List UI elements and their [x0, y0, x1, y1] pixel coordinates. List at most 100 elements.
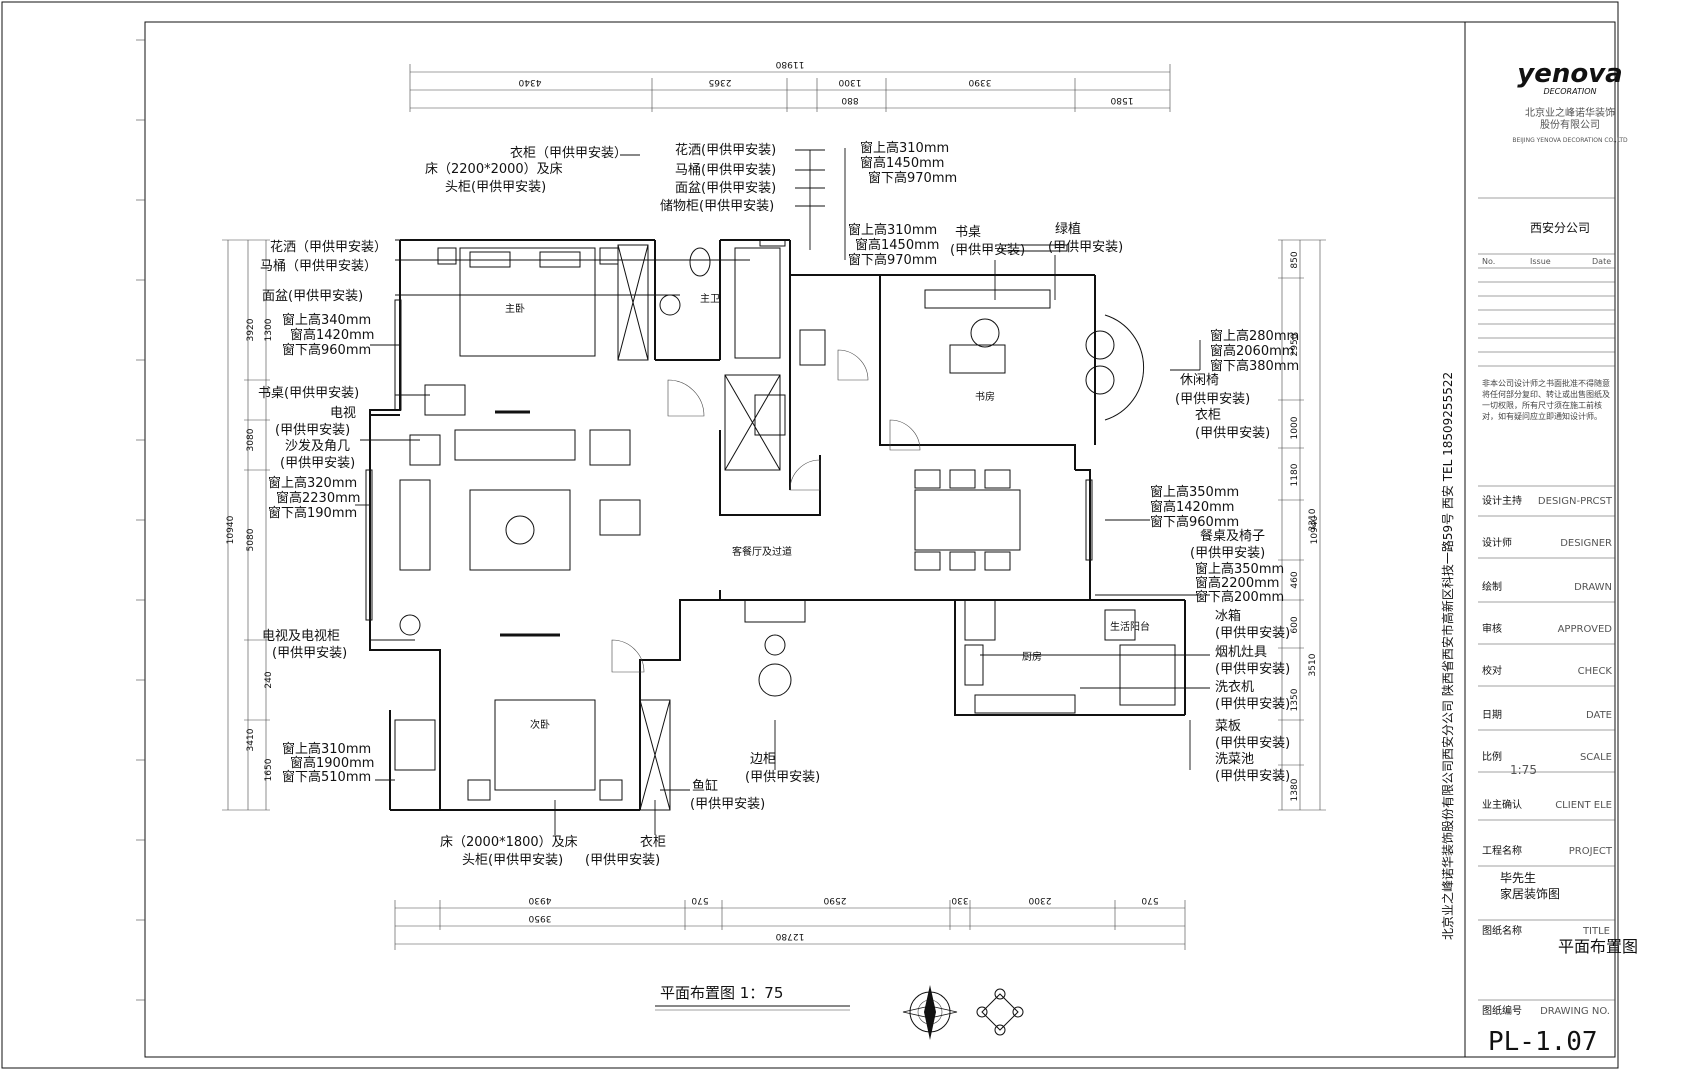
dim-bottom-4: 2590	[823, 895, 846, 905]
label-win1-bot: 窗下高960mm	[282, 342, 371, 358]
tb-row-en: DRAWN	[1574, 582, 1612, 593]
label-lounge-chair: 休闲椅	[1180, 373, 1219, 388]
tb-row-value: 1:75	[1510, 763, 1537, 777]
dim-right-1: 850	[1290, 251, 1300, 268]
label-toilet-top: 马桶(甲供甲安装)	[675, 163, 776, 178]
drawing-frame	[144, 21, 1466, 1058]
label-tv-2: (甲供甲安装)	[275, 423, 350, 438]
rev-date: Date	[1592, 257, 1611, 266]
dim-bottom-3: 570	[691, 895, 708, 905]
company-name-2: 股份有限公司	[1540, 118, 1600, 131]
room-living-corridor: 客餐厅及过道	[732, 545, 792, 558]
tb-row-label: 日期	[1482, 709, 1502, 721]
label-washer-2: (甲供甲安装)	[1215, 697, 1290, 712]
rev-no: No.	[1482, 257, 1495, 266]
company-logo: yenova	[1517, 59, 1622, 89]
tb-row-label: 业主确认	[1482, 798, 1522, 811]
room-second-bedroom: 次卧	[530, 718, 550, 731]
label-toilet-left: 马桶（甲供甲安装）	[260, 259, 377, 274]
dim-left-6: 3410	[246, 728, 256, 751]
branch-name: 西安分公司	[1530, 220, 1590, 235]
tb-row-label: 图纸编号	[1482, 1004, 1522, 1017]
label-fridge-2: (甲供甲安装)	[1215, 626, 1290, 641]
dimension-text: 11980 4340 2365 1300 880 3390 1580 12780…	[226, 59, 1320, 941]
label-basin-left: 面盆(甲供甲安装)	[262, 289, 363, 304]
dimension-lines	[222, 64, 1326, 950]
label-stove-2: (甲供甲安装)	[1215, 662, 1290, 677]
annotation-labels: 衣柜（甲供甲安装） 床（2200*2000）及床 头柜(甲供甲安装) 花洒（甲供…	[258, 140, 1299, 868]
dim-left-5: 240	[264, 671, 274, 688]
label-win8-top: 窗上高350mm	[1195, 561, 1284, 577]
room-study: 书房	[975, 390, 995, 403]
compass-icon	[902, 985, 958, 1040]
label-win2-h: 窗高2230mm	[276, 490, 360, 506]
label-win3-bot: 窗下高510mm	[282, 769, 371, 785]
dim-bottom-5: 330	[951, 895, 968, 905]
dim-bottom-2: 4930	[528, 895, 551, 905]
toilet	[689, 247, 711, 277]
tb-row-label: 比例	[1482, 750, 1502, 763]
label-shower-top: 花洒(甲供甲安装)	[675, 142, 776, 158]
leader-lines	[355, 148, 1210, 835]
drawing-caption: 平面布置图 1：75	[660, 984, 783, 1002]
label-washer: 洗衣机	[1215, 679, 1254, 695]
label-win6-bot: 窗下高380mm	[1210, 358, 1299, 374]
dim-right-4: 1180	[1290, 463, 1300, 486]
label-win2-top: 窗上高320mm	[268, 475, 357, 491]
label-plant: 绿植	[1055, 222, 1081, 237]
label-win8-bot: 窗下高200mm	[1195, 589, 1284, 605]
dim-right-total: 10940	[1310, 515, 1320, 544]
label-stove: 烟机灶具	[1215, 645, 1267, 660]
tb-row-en: CHECK	[1578, 666, 1613, 677]
tb-row-value: 毕先生	[1500, 871, 1536, 885]
tb-row-en: DRAWING NO.	[1540, 1006, 1610, 1017]
company-vertical-text: 北京业之峰诺华装饰股份有限公司西安分公司 陕西省西安市高新区科技一路59号 西安…	[1440, 372, 1455, 940]
label-master-bed-2: 头柜(甲供甲安装)	[445, 180, 546, 195]
dim-top-total: 11980	[775, 59, 804, 69]
label-fridge: 冰箱	[1215, 608, 1241, 624]
tb-row-label: 设计师	[1482, 536, 1512, 549]
frame-ticks	[136, 39, 145, 1001]
label-master-wardrobe: 衣柜（甲供甲安装）	[510, 145, 627, 161]
dim-right-3: 1000	[1290, 416, 1300, 439]
master-wardrobe	[617, 244, 649, 361]
dim-right-10: 1380	[1290, 778, 1300, 801]
tb-row-value: 家居装饰图	[1500, 886, 1560, 901]
coffee-table	[469, 489, 571, 571]
tb-row-label: 审核	[1482, 622, 1502, 635]
dim-left-7: 1650	[264, 758, 274, 781]
label-side-cabinet-2: (甲供甲安装)	[745, 770, 820, 785]
tb-row-label: 绘制	[1482, 580, 1502, 593]
dim-left-3: 3080	[246, 428, 256, 451]
lounge-chair	[1085, 330, 1115, 360]
tb-row-label: 设计主持	[1482, 494, 1522, 507]
label-fish-tank: 鱼缸	[692, 778, 718, 794]
dim-left-2: 1300	[264, 318, 274, 341]
dim-left-total: 10940	[226, 515, 236, 544]
dim-top-3: 1300	[838, 77, 861, 87]
label-win4-top: 窗上高310mm	[860, 140, 949, 156]
dim-bottom-1: 3950	[528, 913, 551, 923]
company-name-en: BEIJING YENOVA DECORATION CO.,LTD	[1512, 137, 1628, 144]
label-second-wardrobe-2: (甲供甲安装)	[585, 853, 660, 868]
label-basin-top: 面盆(甲供甲安装)	[675, 181, 776, 196]
dim-right-8: 3510	[1308, 653, 1318, 676]
label-win7-top: 窗上高350mm	[1150, 484, 1239, 500]
dim-top-1: 4340	[518, 77, 541, 87]
label-shower-left: 花洒（甲供甲安装）	[270, 239, 387, 255]
kitchen-counter	[974, 694, 1076, 714]
label-sink-2: (甲供甲安装)	[1215, 769, 1290, 784]
label-dining-2: (甲供甲安装)	[1190, 546, 1265, 561]
copyright-notice: 非本公司设计师之书面批准不得随意将任何部分复印、转让或出售图纸及一切权限，所有尺…	[1482, 379, 1610, 421]
label-win6-top: 窗上高280mm	[1210, 328, 1299, 344]
label-wardrobe-right: 衣柜	[1195, 407, 1221, 423]
label-plant-2: (甲供甲安装)	[1048, 240, 1123, 255]
dining-table	[914, 489, 1021, 551]
label-dining: 餐桌及椅子	[1200, 528, 1265, 544]
tb-row-en: CLIENT ELE	[1555, 800, 1612, 811]
study-desk	[924, 289, 1051, 309]
label-win5-bot: 窗下高970mm	[848, 252, 937, 268]
tb-row-en: DESIGN-PRCST	[1538, 496, 1613, 507]
storage-cabinet	[724, 374, 781, 471]
